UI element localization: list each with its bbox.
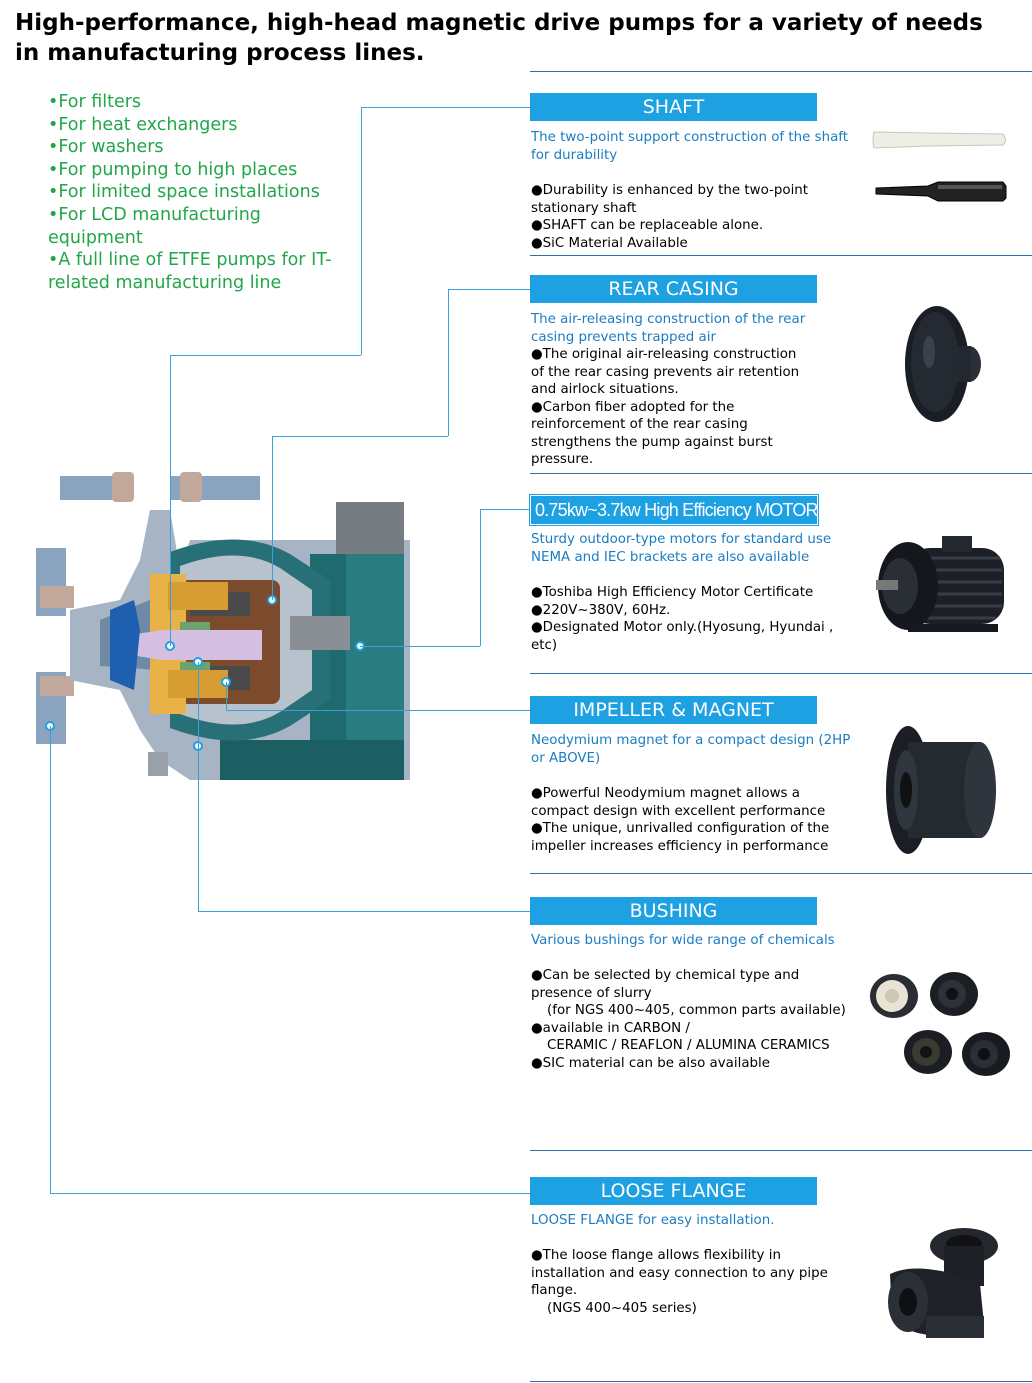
bullet-text: ●Can be selected by chemical type and pr…	[531, 968, 800, 1001]
motor-bullets: ●Toshiba High Efficiency Motor Certifica…	[531, 584, 851, 654]
bullet-text: ●Designated Motor only.(Hyosung, Hyundai…	[531, 620, 834, 653]
bushing-subtitle: Various bushings for wide range of chemi…	[531, 933, 835, 948]
loose-flange-heading: LOOSE FLANGE	[530, 1177, 817, 1205]
rear-casing-leader	[272, 436, 273, 600]
motor-heading: 0.75kw~3.7kw High Efficiency MOTOR	[530, 495, 818, 525]
bushings-photo	[870, 972, 1010, 1076]
rear-casing-photo	[905, 306, 981, 422]
bullet-note: (for NGS 400~405, common parts available…	[547, 1003, 846, 1018]
use-item: •For pumping to high places	[48, 159, 298, 180]
section-divider	[530, 1150, 1032, 1151]
bullet-text: ●SIC material can be also available	[531, 1055, 770, 1071]
section-divider	[530, 673, 1032, 674]
uses-list: •For filters •For heat exchangers •For w…	[48, 91, 348, 294]
impeller-leader	[226, 710, 530, 711]
impeller-subtitle: Neodymium magnet for a compact design (2…	[531, 733, 851, 766]
loose-flange-bullets: ●The loose flange allows flexibility in …	[531, 1247, 841, 1317]
impeller-magnet-photo	[886, 726, 996, 854]
bushing-bullets: ●Can be selected by chemical type and pr…	[531, 967, 851, 1072]
shaft-photo	[872, 131, 1007, 202]
bullet-text: ●Carbon fiber adopted for the reinforcem…	[531, 399, 773, 468]
section-divider	[530, 71, 1032, 72]
loose-flange-photo	[888, 1228, 998, 1338]
loose-flange-leader	[50, 726, 51, 1193]
shaft-leader	[170, 355, 361, 356]
bullet-note: (NGS 400~405 series)	[547, 1300, 697, 1316]
page-title: High-performance, high-head magnetic dri…	[15, 10, 983, 66]
rear-casing-bullets: ●The original air-releasing construction…	[531, 346, 811, 469]
use-item: •A full line of ETFE pumps for IT-relate…	[48, 250, 332, 293]
use-item: •For LCD manufacturing equipment	[48, 204, 261, 248]
rear-casing-leader	[448, 289, 530, 290]
bullet-text: ●SiC Material Available	[531, 235, 688, 251]
bullet-text: ●The loose flange allows flexibility in …	[531, 1248, 828, 1298]
rear-casing-subtitle: The air-releasing construction of the re…	[531, 312, 806, 345]
section-divider	[530, 1381, 1032, 1382]
shaft-subtitle: The two-point support construction of th…	[531, 130, 849, 163]
bullet-text: ●Powerful Neodymium magnet allows a comp…	[531, 786, 826, 819]
bushing-leader	[198, 662, 199, 911]
motor-leader	[480, 509, 530, 510]
shaft-bullets: ●Durability is enhanced by the two-point…	[531, 182, 861, 252]
section-divider	[530, 873, 1032, 874]
rear-casing-leader	[272, 436, 448, 437]
bullet-text: ●220V~380V, 60Hz.	[531, 602, 671, 618]
section-divider	[530, 255, 1032, 256]
shaft-leader	[361, 107, 362, 355]
motor-subtitle: Sturdy outdoor-type motors for standard …	[531, 532, 832, 565]
motor-leader	[360, 646, 480, 647]
impeller-heading: IMPELLER & MAGNET	[530, 696, 817, 724]
bullet-text: ●Toshiba High Efficiency Motor Certifica…	[531, 585, 814, 600]
rear-casing-heading: REAR CASING	[530, 275, 817, 303]
impeller-leader	[226, 682, 227, 710]
shaft-leader	[170, 355, 171, 646]
loose-flange-leader	[50, 1193, 530, 1194]
bullet-text: ●The unique, unrivalled configuration of…	[531, 821, 830, 854]
use-item: •For heat exchangers	[48, 114, 238, 135]
impeller-bullets: ●Powerful Neodymium magnet allows a comp…	[531, 785, 851, 855]
use-item: •For limited space installations	[48, 182, 320, 203]
pump-cross-section	[36, 472, 410, 780]
loose-flange-subtitle: LOOSE FLANGE for easy installation.	[531, 1213, 775, 1228]
bullet-note: CERAMIC / REAFLON / ALUMINA CERAMICS	[547, 1038, 830, 1053]
shaft-leader	[361, 107, 530, 108]
use-item: •For washers	[48, 137, 164, 158]
shaft-heading: SHAFT	[530, 93, 817, 121]
bushing-leader	[198, 911, 530, 912]
bullet-text: ●available in CARBON /	[531, 1020, 690, 1036]
bushing-heading: BUSHING	[530, 897, 817, 925]
bullet-text: ●The original air-releasing construction…	[531, 347, 800, 397]
motor-leader	[480, 509, 481, 646]
use-item: •For filters	[48, 92, 142, 112]
bullet-text: ●SHAFT can be replaceable alone.	[531, 218, 764, 233]
motor-photo	[876, 536, 1004, 632]
rear-casing-leader	[448, 289, 449, 436]
bullet-text: ●Durability is enhanced by the two-point…	[531, 183, 809, 216]
section-divider	[530, 473, 1032, 474]
